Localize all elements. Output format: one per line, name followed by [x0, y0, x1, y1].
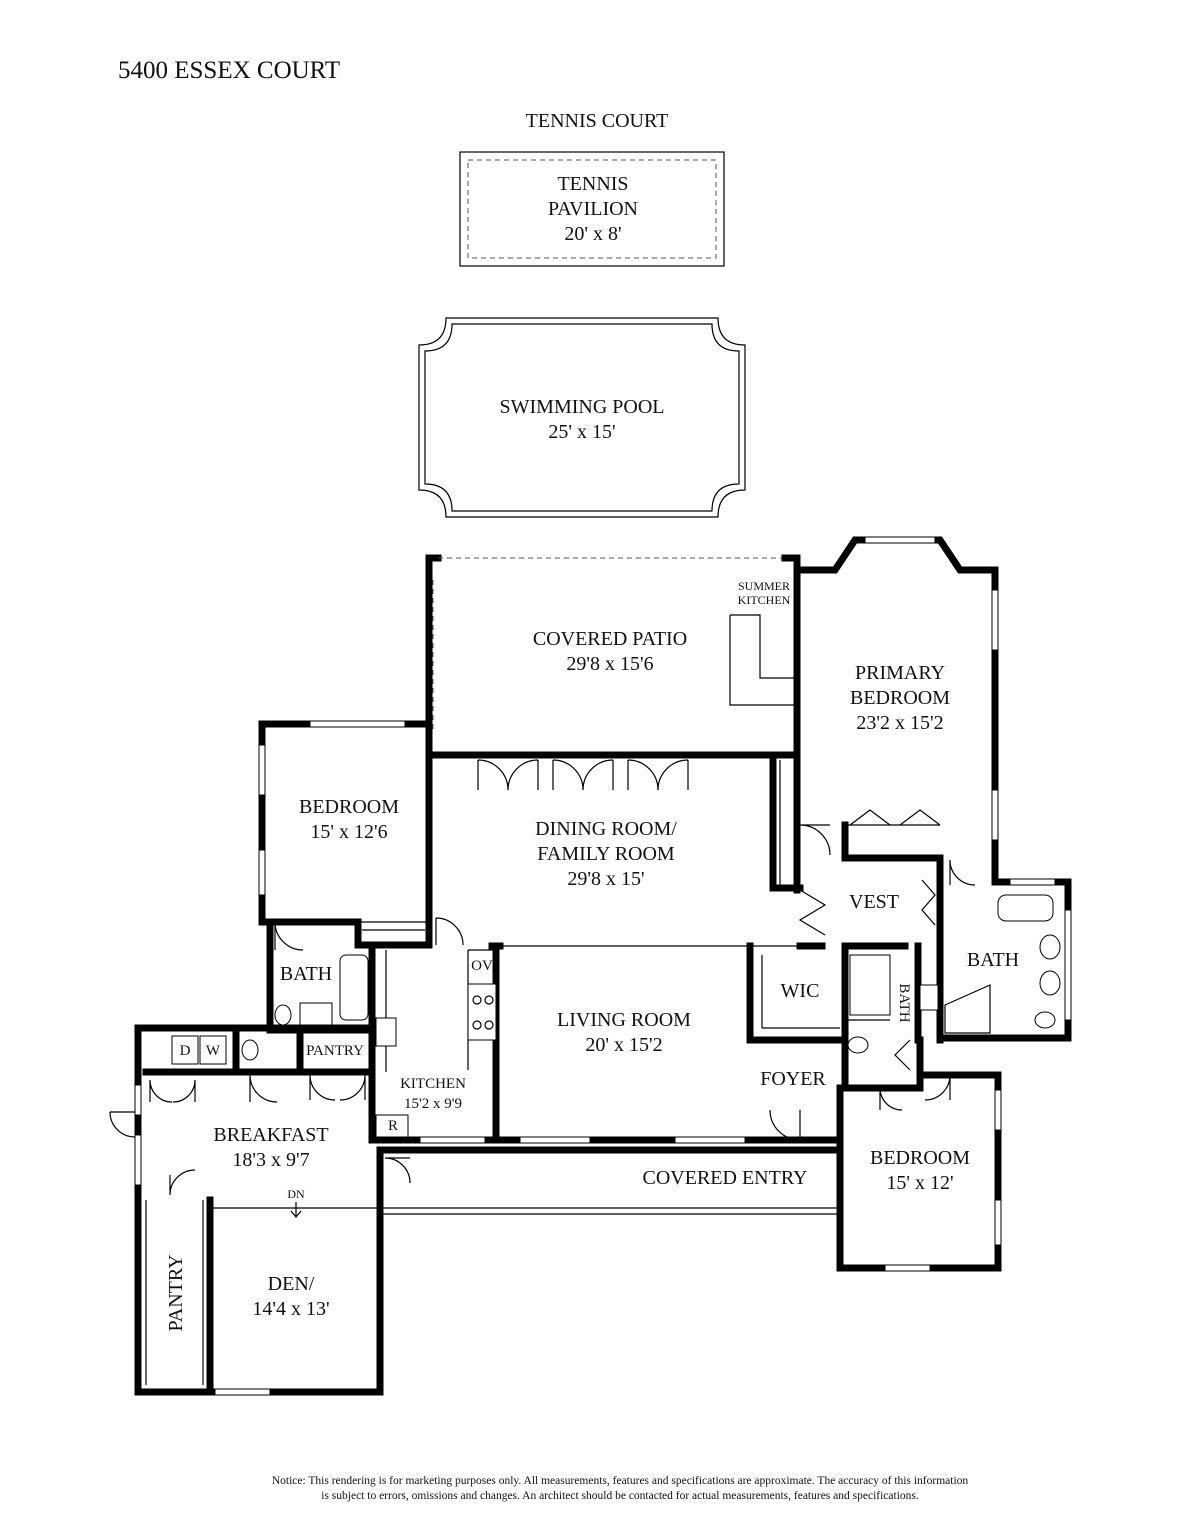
dryer-label: D — [180, 1043, 191, 1059]
pantry-vertical-label: PANTRY — [165, 1254, 187, 1331]
breakfast-label: BREAKFAST — [213, 1124, 328, 1146]
disclaimer-notice: Notice: This rendering is for marketing … — [120, 1474, 1120, 1504]
living-room-label: LIVING ROOM — [557, 1009, 691, 1031]
breakfast-dimensions: 18'3 x 9'7 — [232, 1149, 309, 1171]
den-label: DEN/ — [268, 1273, 315, 1295]
living-room-dimensions: 20' x 15'2 — [585, 1034, 662, 1056]
dining-family-label-2: FAMILY ROOM — [537, 843, 675, 865]
disclaimer-line-1: Notice: This rendering is for marketing … — [271, 1475, 969, 1487]
dining-family-label-1: DINING ROOM/ — [535, 818, 677, 840]
primary-bedroom-label-1: PRIMARY — [855, 662, 945, 684]
covered-patio-label: COVERED PATIO — [533, 628, 687, 650]
fixtures — [171, 614, 1061, 1218]
swimming-pool-label: SWIMMING POOL — [500, 396, 665, 418]
covered-entry-label: COVERED ENTRY — [643, 1167, 808, 1189]
bedroom-west-dimensions: 15' x 12'6 — [310, 821, 387, 843]
swimming-pool: SWIMMING POOL 25' x 15' — [418, 317, 746, 518]
kitchen-dimensions: 15'2 x 9'9 — [404, 1096, 462, 1112]
tennis-pavilion-label-2: PAVILION — [548, 198, 638, 220]
primary-bedroom-dimensions: 23'2 x 15'2 — [856, 712, 943, 734]
tennis-court-label: TENNIS COURT — [526, 110, 669, 132]
covered-patio-dimensions: 29'8 x 15'6 — [566, 653, 653, 675]
refrigerator-label: R — [388, 1118, 398, 1134]
kitchen-label: KITCHEN — [400, 1076, 466, 1092]
bedroom-east-label: BEDROOM — [870, 1147, 970, 1169]
walls — [134, 536, 1072, 1396]
oven-label: OV — [471, 958, 493, 974]
wic-label: WIC — [781, 980, 820, 1002]
dining-family-dimensions: 29'8 x 15' — [567, 868, 644, 890]
tennis-pavilion-label-1: TENNIS — [557, 173, 628, 195]
pantry-small-label: PANTRY — [306, 1043, 364, 1059]
summer-kitchen-label-2: KITCHEN — [738, 593, 791, 607]
bath-small-label: BATH — [896, 983, 912, 1022]
swimming-pool-dimensions: 25' x 15' — [548, 421, 615, 443]
bath-primary-label: BATH — [967, 949, 1019, 971]
windows — [134, 536, 1072, 1396]
bath-west-label: BATH — [280, 963, 332, 985]
doors — [109, 759, 976, 1196]
vest-label: VEST — [849, 891, 899, 913]
bedroom-west-label: BEDROOM — [299, 796, 399, 818]
tennis-pavilion: TENNIS PAVILION 20' x 8' — [459, 151, 725, 267]
foyer-label: FOYER — [760, 1068, 826, 1090]
primary-bedroom-label-2: BEDROOM — [850, 687, 950, 709]
plan-title: 5400 ESSEX COURT — [118, 57, 340, 84]
den-dimensions: 14'4 x 13' — [252, 1298, 329, 1320]
bedroom-east-dimensions: 15' x 12' — [886, 1172, 953, 1194]
summer-kitchen-label-1: SUMMER — [738, 579, 790, 593]
stairs-down-label: DN — [287, 1187, 305, 1201]
disclaimer-line-2: is subject to errors, omissions and chan… — [321, 1490, 919, 1502]
tennis-pavilion-dimensions: 20' x 8' — [564, 223, 621, 245]
washer-label: W — [206, 1043, 221, 1059]
